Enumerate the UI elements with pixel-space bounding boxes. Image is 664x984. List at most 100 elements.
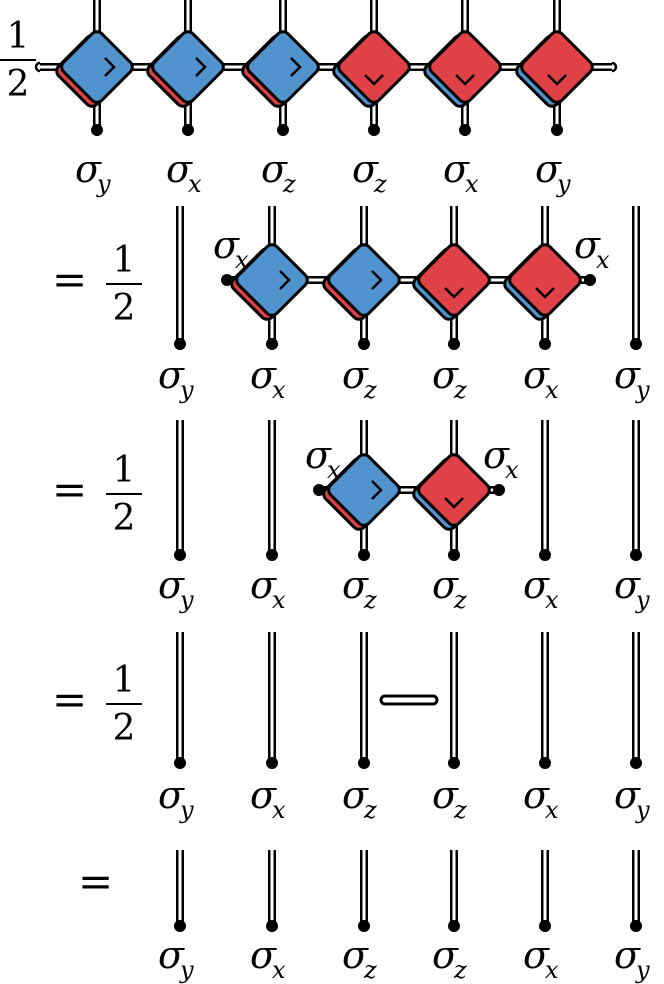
leg-endpoint-dot (630, 920, 642, 932)
sigma-subscript: z (363, 796, 377, 824)
sigma-subscript: y (96, 170, 111, 198)
one-half-fraction: 12 (106, 450, 142, 539)
sigma-glyph: σ (614, 933, 641, 977)
leg-endpoint-dot (539, 920, 551, 932)
equals-sign: = (52, 255, 87, 304)
orientation-mark (547, 74, 567, 86)
fraction-numerator: 1 (7, 16, 30, 57)
vertical-leg (630, 420, 642, 561)
sigma-label-x: σx (250, 773, 286, 824)
equals-sign: = (52, 675, 87, 724)
blue-tensor (322, 453, 401, 531)
tensor-diamond (428, 30, 502, 104)
leg-endpoint-dot (266, 338, 278, 350)
one-half-fraction: 12 (0, 16, 36, 105)
orientation-mark (371, 270, 383, 290)
vertical-leg (630, 850, 642, 932)
sigma-subscript: y (179, 376, 194, 404)
vertical-leg (358, 850, 370, 932)
bond-endpoint-dot (584, 274, 596, 286)
sigma-subscript: z (453, 796, 467, 824)
blue-tensor (146, 30, 225, 108)
vertical-leg (174, 206, 186, 350)
orientation-mark (279, 270, 291, 290)
leg-endpoint-dot (182, 124, 194, 136)
sigma-glyph: σ (523, 773, 550, 817)
sigma-subscript: x (272, 586, 286, 614)
sigma-label-y: σy (158, 933, 194, 984)
leg-endpoint-dot (266, 757, 278, 769)
leg-endpoint-dot (174, 757, 186, 769)
sigma-glyph: σ (158, 933, 185, 977)
sigma-subscript: y (179, 796, 194, 824)
tensor-diamond (151, 30, 225, 104)
tensor-diamond (417, 243, 491, 317)
one-half-fraction: 12 (106, 660, 142, 749)
vertical-leg (266, 632, 278, 769)
red-tensor (412, 243, 491, 321)
sigma-subscript: z (453, 586, 467, 614)
sigma-glyph: σ (250, 773, 277, 817)
sigma-label-y: σy (614, 563, 650, 614)
equals-sign: = (78, 857, 113, 906)
sigma-label-x: σx (443, 147, 479, 198)
sigma-label-x: σx (523, 773, 559, 824)
sigma-subscript: x (505, 456, 519, 484)
tensor-diamond (246, 30, 320, 104)
vertical-leg (448, 632, 460, 769)
sigma-glyph: σ (261, 147, 288, 191)
tensor-diamond (520, 30, 594, 104)
leg-endpoint-dot (448, 549, 460, 561)
sigma-glyph: σ (523, 563, 550, 607)
sigma-glyph: σ (166, 147, 193, 191)
endpoint-label-left: σx (213, 223, 249, 274)
sigma-glyph: σ (614, 773, 641, 817)
sigma-label-y: σy (158, 773, 194, 824)
sigma-label-x: σx (166, 147, 202, 198)
sigma-glyph: σ (158, 353, 185, 397)
red-tensor (515, 30, 594, 108)
tensor-diamond (417, 453, 491, 527)
sigma-glyph: σ (352, 147, 379, 191)
fraction-denominator: 2 (113, 708, 136, 749)
orientation-mark (371, 480, 383, 500)
sigma-glyph: σ (213, 223, 240, 267)
one-half-fraction: 12 (106, 240, 142, 329)
leg-endpoint-dot (358, 338, 370, 350)
sigma-label-z: σz (261, 147, 296, 198)
tensor-diamond (508, 243, 582, 317)
leg-endpoint-dot (539, 549, 551, 561)
leg-endpoint-dot (358, 549, 370, 561)
sigma-glyph: σ (483, 433, 510, 477)
sigma-glyph: σ (432, 773, 459, 817)
leg-endpoint-dot (448, 338, 460, 350)
sigma-glyph: σ (614, 563, 641, 607)
sigma-subscript: x (596, 246, 610, 274)
leg-endpoint-dot (630, 757, 642, 769)
vertical-leg (539, 420, 551, 561)
sigma-subscript: y (179, 956, 194, 984)
sigma-glyph: σ (342, 773, 369, 817)
leg-endpoint-dot (174, 549, 186, 561)
sigma-subscript: y (635, 956, 650, 984)
leg-endpoint-dot (266, 920, 278, 932)
vertical-leg (630, 206, 642, 350)
sigma-label-z: σz (342, 773, 377, 824)
leg-endpoint-dot (551, 124, 563, 136)
fraction-denominator: 2 (113, 288, 136, 329)
leg-endpoint-dot (266, 549, 278, 561)
fraction-numerator: 1 (113, 450, 136, 491)
sigma-label-x: σx (523, 563, 559, 614)
sigma-subscript: x (545, 956, 559, 984)
sigma-glyph: σ (535, 147, 562, 191)
sigma-glyph: σ (342, 353, 369, 397)
sigma-glyph: σ (574, 223, 601, 267)
bond-endpoint-dot (313, 484, 325, 496)
sigma-subscript: x (545, 796, 559, 824)
orientation-mark (444, 497, 464, 509)
sigma-subscript: x (272, 956, 286, 984)
vertical-leg (358, 632, 370, 769)
leg-endpoint-dot (539, 757, 551, 769)
vertical-leg (539, 850, 551, 932)
